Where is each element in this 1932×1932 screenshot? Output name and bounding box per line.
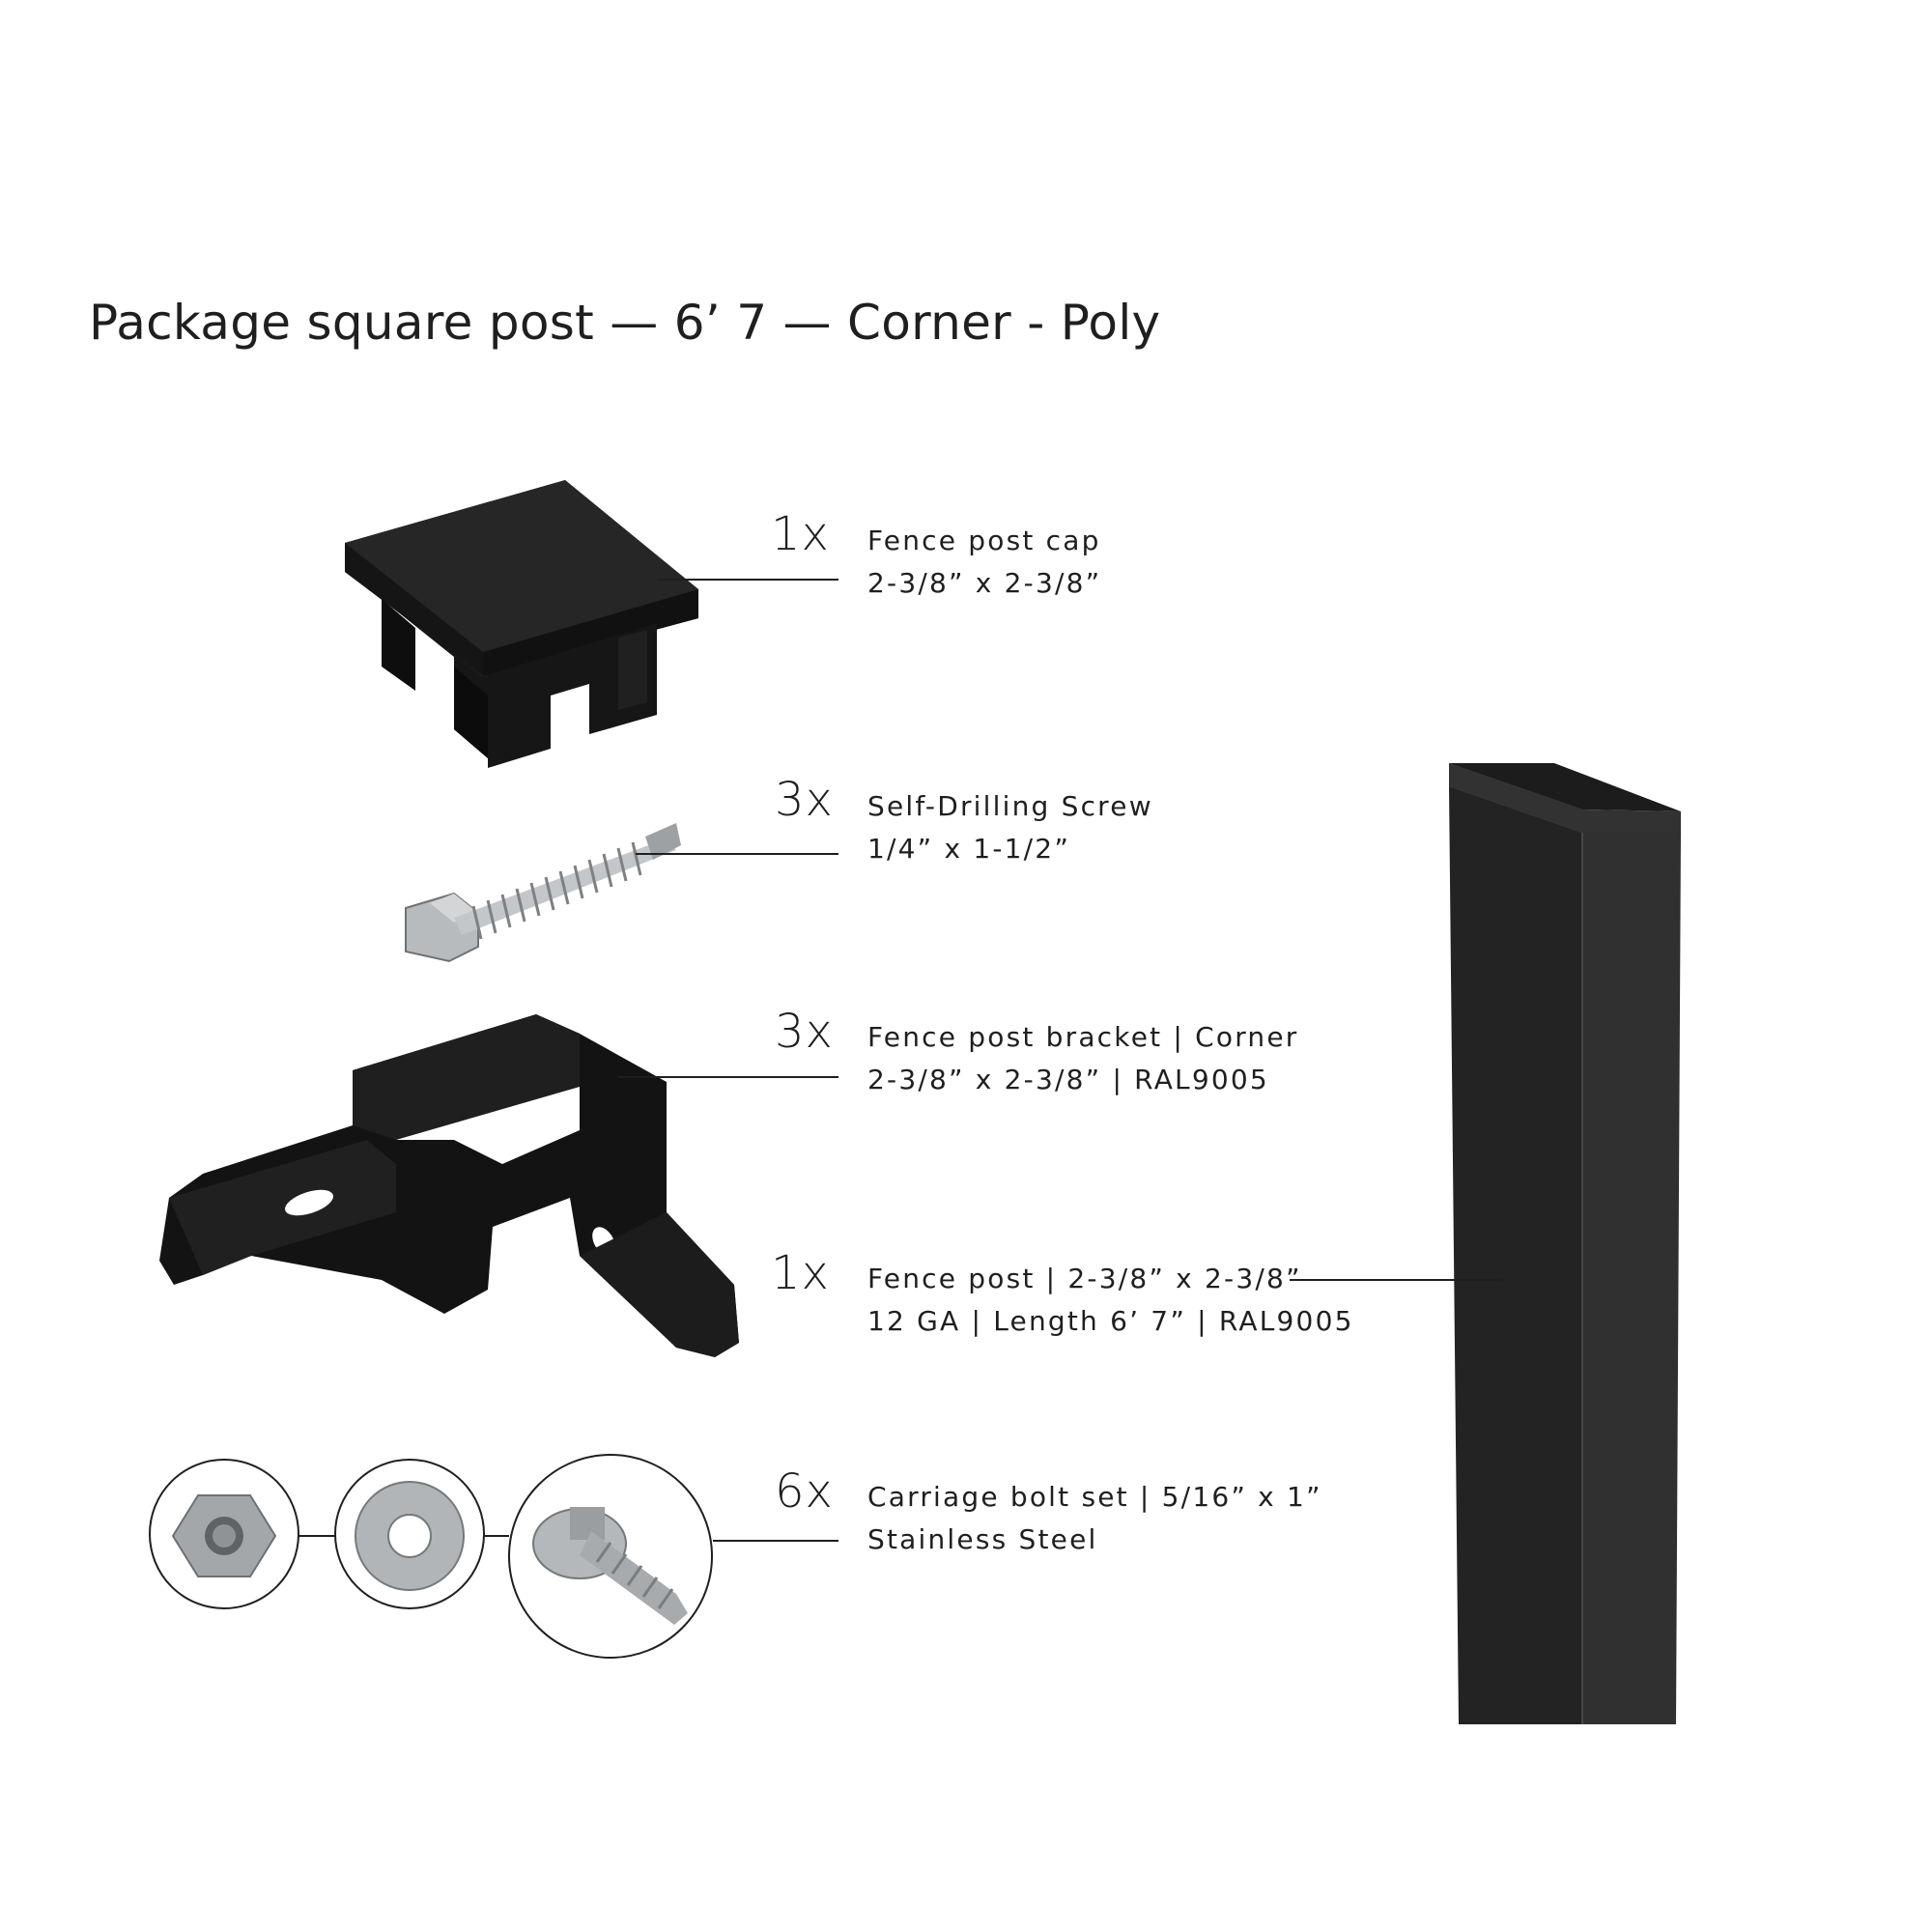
desc-carriage-bolt: Carriage bolt set | 5/16” x 1” Stainless… [867, 1476, 1322, 1561]
desc-post-cap-size: 2-3/8” x 2-3/8” [867, 567, 1102, 599]
desc-bracket-name: Fence post bracket | Corner [867, 1021, 1299, 1053]
qty-bracket: 3x [775, 1005, 834, 1059]
leader-line-bracket [618, 1076, 838, 1078]
bracket-icon [159, 1014, 739, 1357]
desc-post-cap: Fence post cap 2-3/8” x 2-3/8” [867, 520, 1101, 605]
desc-screw: Self-Drilling Screw 1/4” x 1-1/2” [867, 785, 1153, 870]
qty-screw: 3x [775, 773, 834, 827]
desc-post-cap-name: Fence post cap [867, 525, 1101, 556]
post-icon [1449, 763, 1681, 1724]
carriage-bolt-icon [149, 1454, 713, 1659]
leader-line-carriage-bolt [713, 1540, 838, 1542]
qty-fence-post: 1x [771, 1246, 830, 1300]
desc-fence-post-spec: 12 GA | Length 6’ 7” | RAL9005 [867, 1305, 1354, 1337]
desc-carriage-bolt-name: Carriage bolt set | 5/16” x 1” [867, 1481, 1322, 1513]
qty-post-cap: 1x [771, 507, 830, 561]
desc-bracket: Fence post bracket | Corner 2-3/8” x 2-3… [867, 1016, 1299, 1101]
leader-line-post-cap [657, 579, 838, 581]
desc-fence-post-name: Fence post | 2-3/8” x 2-3/8” [867, 1263, 1302, 1294]
desc-fence-post: Fence post | 2-3/8” x 2-3/8” 12 GA | Len… [867, 1258, 1354, 1343]
qty-carriage-bolt: 6x [775, 1464, 834, 1519]
leader-line-screw [636, 853, 838, 855]
desc-screw-name: Self-Drilling Screw [867, 790, 1153, 822]
desc-carriage-bolt-material: Stainless Steel [867, 1523, 1098, 1555]
post-cap-icon [345, 480, 698, 768]
screw-icon [405, 823, 681, 963]
desc-screw-size: 1/4” x 1-1/2” [867, 833, 1071, 865]
desc-bracket-size: 2-3/8” x 2-3/8” | RAL9005 [867, 1064, 1269, 1095]
page-title: Package square post — 6’ 7 — Corner - Po… [89, 295, 1161, 351]
leader-line-fence-post [1290, 1279, 1502, 1281]
